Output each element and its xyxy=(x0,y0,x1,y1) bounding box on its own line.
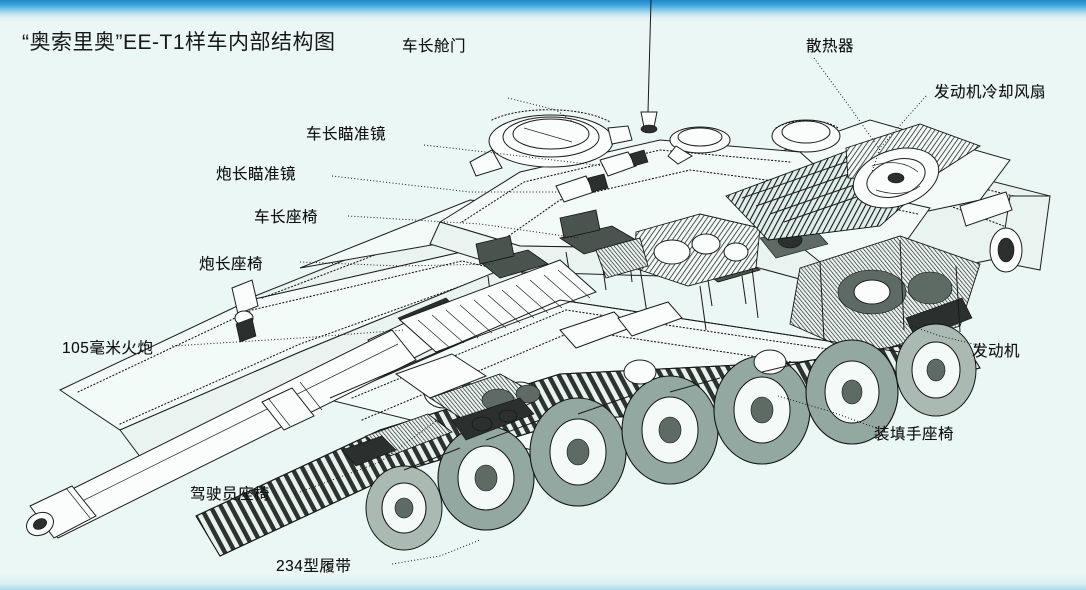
road-wheel xyxy=(437,425,535,531)
road-wheel xyxy=(805,339,899,445)
leader-lines xyxy=(171,57,991,565)
drive-sprocket xyxy=(895,323,977,417)
rear-fittings xyxy=(959,191,1023,273)
commander-hatch-assembly xyxy=(469,109,633,177)
label-track: 234型履带 xyxy=(276,558,352,575)
road-wheel xyxy=(621,375,719,485)
antenna-icon xyxy=(640,0,658,134)
label-engine: 发动机 xyxy=(972,343,1021,360)
road-wheel xyxy=(529,397,627,507)
label-main-gun: 105毫米火炮 xyxy=(62,340,154,357)
road-wheel xyxy=(713,355,811,465)
label-driver-seat: 驾驶员座椅 xyxy=(190,486,271,503)
front-fitting xyxy=(231,279,259,343)
gunner-sight-device xyxy=(555,173,609,203)
driver-station xyxy=(394,353,542,441)
turret-vent xyxy=(771,119,841,153)
top-accent-band-highlight xyxy=(0,0,1086,8)
bottom-accent-band-highlight xyxy=(0,585,1086,590)
hull-interior-racks xyxy=(341,301,683,467)
label-loader-seat: 装填手座椅 xyxy=(874,426,955,443)
label-commander-sight: 车长瞄准镜 xyxy=(306,126,387,143)
label-gunner-seat: 炮长座椅 xyxy=(199,256,264,273)
label-commander-hatch: 车长舱门 xyxy=(402,38,467,55)
idler-wheel xyxy=(365,465,443,551)
commander-sight-device xyxy=(599,149,649,177)
page-title: “奥索里奥”EE-T1样车内部结构图 xyxy=(22,31,336,54)
loader-hatch-assembly xyxy=(667,126,731,165)
label-commander-seat: 车长座椅 xyxy=(254,209,319,226)
label-engine-cooling-fan: 发动机冷却风扇 xyxy=(934,84,1047,101)
main-gun-assembly xyxy=(26,259,597,539)
label-gunner-sight: 炮长瞄准镜 xyxy=(216,166,297,183)
label-radiator: 散热器 xyxy=(806,38,855,55)
suspension xyxy=(403,359,813,471)
road-wheels xyxy=(365,323,977,551)
